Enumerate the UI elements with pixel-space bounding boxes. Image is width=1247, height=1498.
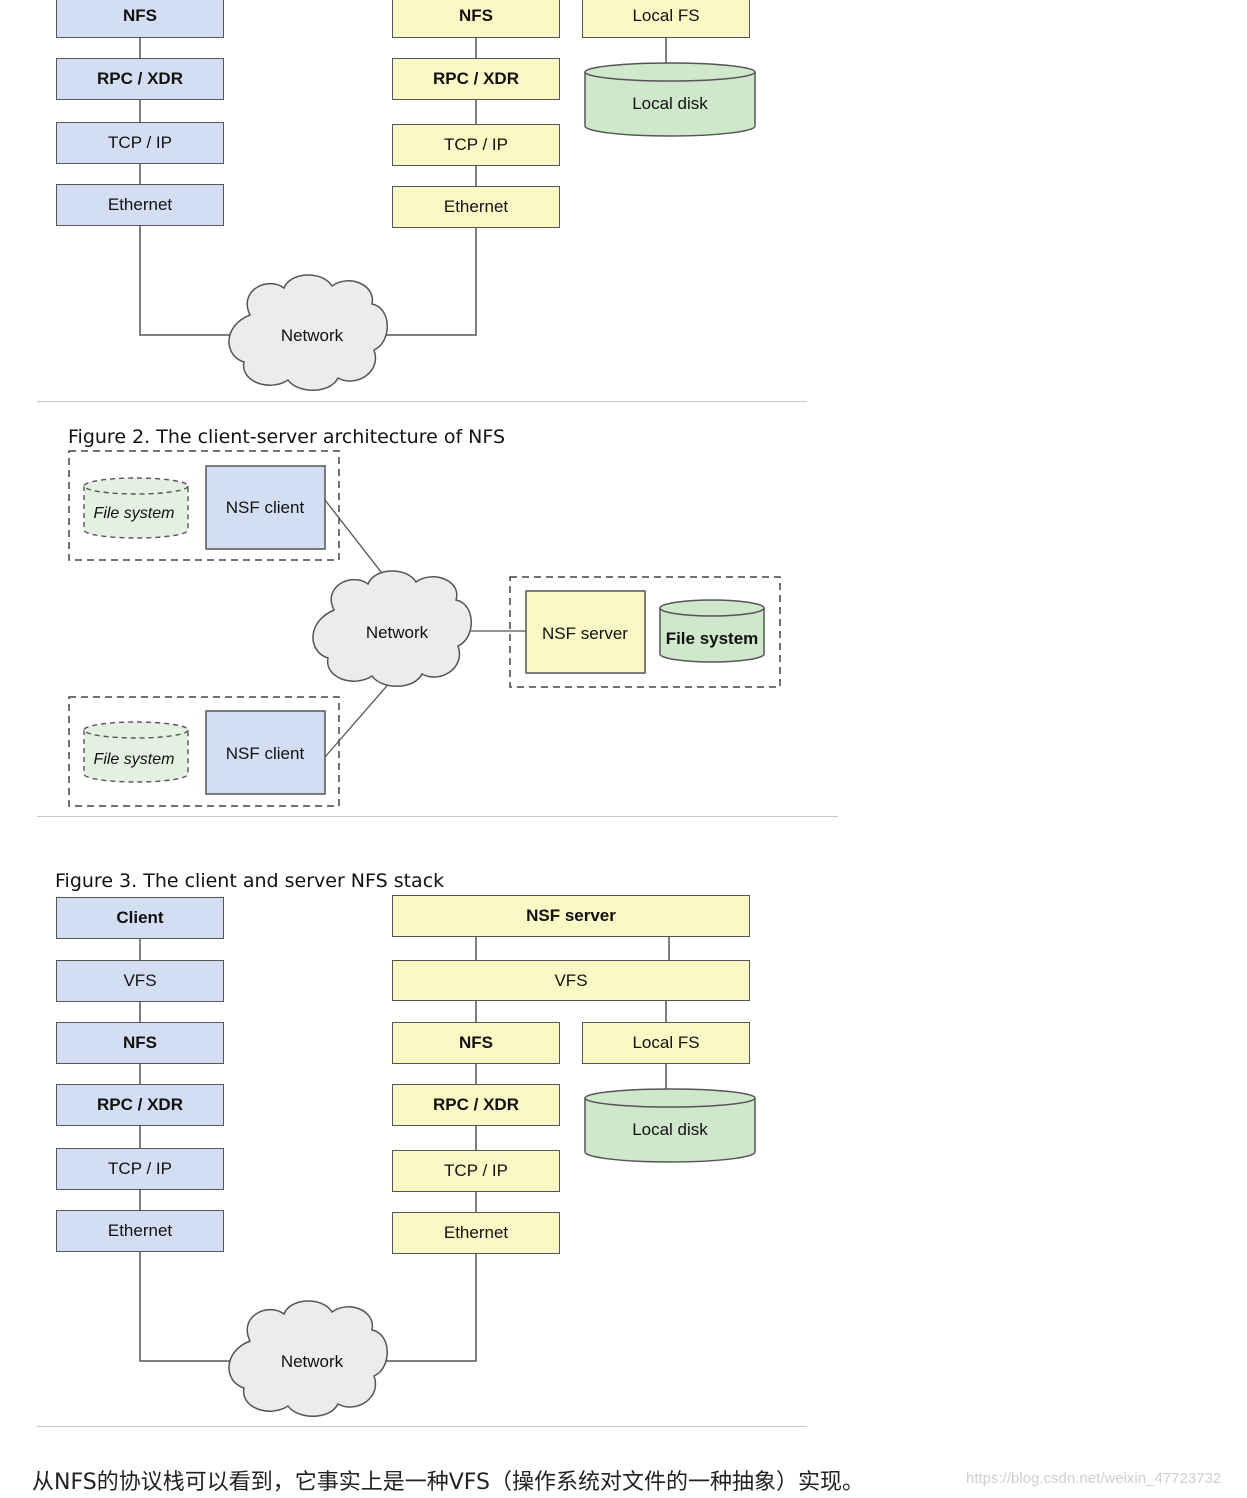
fig2-server-group [509, 576, 781, 688]
fig3-client-nfs: NFS [56, 1022, 224, 1064]
fig3-server-top: NSF server [392, 895, 750, 937]
fig3-client-tcp: TCP / IP [56, 1148, 224, 1190]
fig3-client-client: Client [56, 897, 224, 939]
divider-3 [37, 1426, 807, 1427]
fig2-client-label-bottom: NSF client [226, 744, 305, 763]
fig2-client-group-bottom [68, 696, 340, 807]
fig2-client-fs-bottom: File system [83, 721, 189, 783]
fig2-server-fs-label: File system [666, 629, 759, 648]
fig2-client-group-top [68, 450, 340, 561]
fig1-client-rpc: RPC / XDR [56, 58, 224, 100]
fig1-client-ethernet: Ethernet [56, 184, 224, 226]
fig2-client-fs-top: File system [83, 477, 189, 539]
fig1-server-nfs: NFS [392, 0, 560, 38]
figure2-diagram: File system File system NSF client NSF c… [68, 450, 781, 807]
figure1-connectors: Local disk Network [139, 38, 756, 391]
fig1-client-tcp: TCP / IP [56, 122, 224, 164]
fig1-network-cloud: Network [228, 274, 388, 391]
fig3-server-tcp: TCP / IP [392, 1150, 560, 1192]
fig3-network-label: Network [281, 1352, 344, 1371]
fig3-client-vfs: VFS [56, 960, 224, 1002]
fig2-client-box-bottom [205, 710, 326, 795]
fig2-network-cloud: Network [312, 570, 472, 687]
figure2-title: Figure 2. The client-server architecture… [68, 426, 506, 448]
fig3-local-fs: Local FS [582, 1022, 750, 1064]
fig2-network-label: Network [366, 623, 429, 642]
fig3-network-cloud: Network [228, 1300, 388, 1417]
fig1-client-nfs: NFS [56, 0, 224, 38]
fig1-local-disk-label: Local disk [632, 94, 708, 113]
divider-1 [37, 401, 807, 402]
fig1-local-fs: Local FS [582, 0, 750, 38]
fig2-server-label: NSF server [542, 624, 628, 643]
fig2-client-fs-top-label: File system [94, 505, 175, 522]
figure3-title: Figure 3. The client and server NFS stac… [55, 870, 445, 892]
fig1-local-disk: Local disk [584, 62, 756, 137]
fig3-local-disk-label: Local disk [632, 1120, 708, 1139]
figure3-connectors: Local disk Network [139, 937, 756, 1417]
fig3-client-rpc: RPC / XDR [56, 1084, 224, 1126]
fig2-server-box [525, 590, 646, 674]
fig2-client-fs-bottom-label: File system [94, 751, 175, 768]
fig2-server-fs: File system [659, 599, 765, 663]
watermark: https://blog.csdn.net/weixin_47723732 [966, 1470, 1222, 1487]
fig3-client-ethernet: Ethernet [56, 1210, 224, 1252]
fig3-server-nfs: NFS [392, 1022, 560, 1064]
fig1-server-tcp: TCP / IP [392, 124, 560, 166]
fig3-server-rpc: RPC / XDR [392, 1084, 560, 1126]
fig3-server-vfs: VFS [392, 960, 750, 1001]
caption-text: 从NFS的协议栈可以看到，它事实上是一种VFS（操作系统对文件的一种抽象）实现。 [32, 1470, 864, 1495]
fig1-network-label: Network [281, 326, 344, 345]
fig1-server-rpc: RPC / XDR [392, 58, 560, 100]
fig3-server-ethernet: Ethernet [392, 1212, 560, 1254]
divider-2 [37, 816, 838, 817]
fig3-local-disk: Local disk [584, 1088, 756, 1163]
fig2-client-label-top: NSF client [226, 498, 305, 517]
fig1-server-ethernet: Ethernet [392, 186, 560, 228]
fig2-client-box-top [205, 465, 326, 550]
